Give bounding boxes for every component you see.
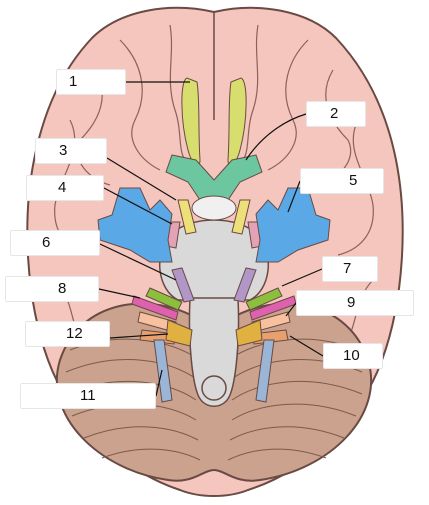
label-box-11[interactable] [20,383,156,409]
label-box-5[interactable] [300,168,384,194]
label-number-1: 1 [69,73,78,90]
vestibulocochlear-right [249,295,297,321]
facial-left [145,287,183,311]
label-number-3: 3 [59,142,68,159]
abducens-right [233,267,257,303]
oculomotor-right [231,199,251,235]
label-number-7: 7 [343,260,352,277]
label-box-6[interactable] [10,230,100,256]
trigeminal-left [97,187,173,263]
label-number-8: 8 [58,280,67,297]
label-number-11: 11 [80,387,96,404]
trigeminal-right [255,187,331,263]
label-number-6: 6 [42,234,51,251]
label-number-4: 4 [58,179,67,196]
spinal-cord-section [201,375,227,401]
label-box-1[interactable] [56,69,126,95]
label-number-9: 9 [347,294,356,311]
label-box-12[interactable] [25,321,110,347]
label-box-7[interactable] [322,256,378,282]
label-number-5: 5 [349,172,358,189]
label-box-9[interactable] [296,290,414,316]
accessory-right [255,339,275,403]
hypoglossal-right [235,319,263,347]
optic-chiasm [165,154,263,201]
label-box-2[interactable] [306,101,366,127]
vestibulocochlear-left [131,295,179,321]
oculomotor-left [177,199,197,235]
abducens-left [171,267,195,303]
label-number-10: 10 [343,347,360,364]
label-number-2: 2 [330,105,339,122]
label-box-3[interactable] [35,138,107,164]
label-box-10[interactable] [323,343,383,369]
hypoglossal-left [165,319,193,347]
label-box-4[interactable] [26,175,104,201]
label-box-8[interactable] [5,276,99,302]
label-number-12: 12 [66,325,83,342]
leader-lines [98,81,324,397]
facial-right [245,287,283,311]
pituitary-stalk [191,195,237,221]
